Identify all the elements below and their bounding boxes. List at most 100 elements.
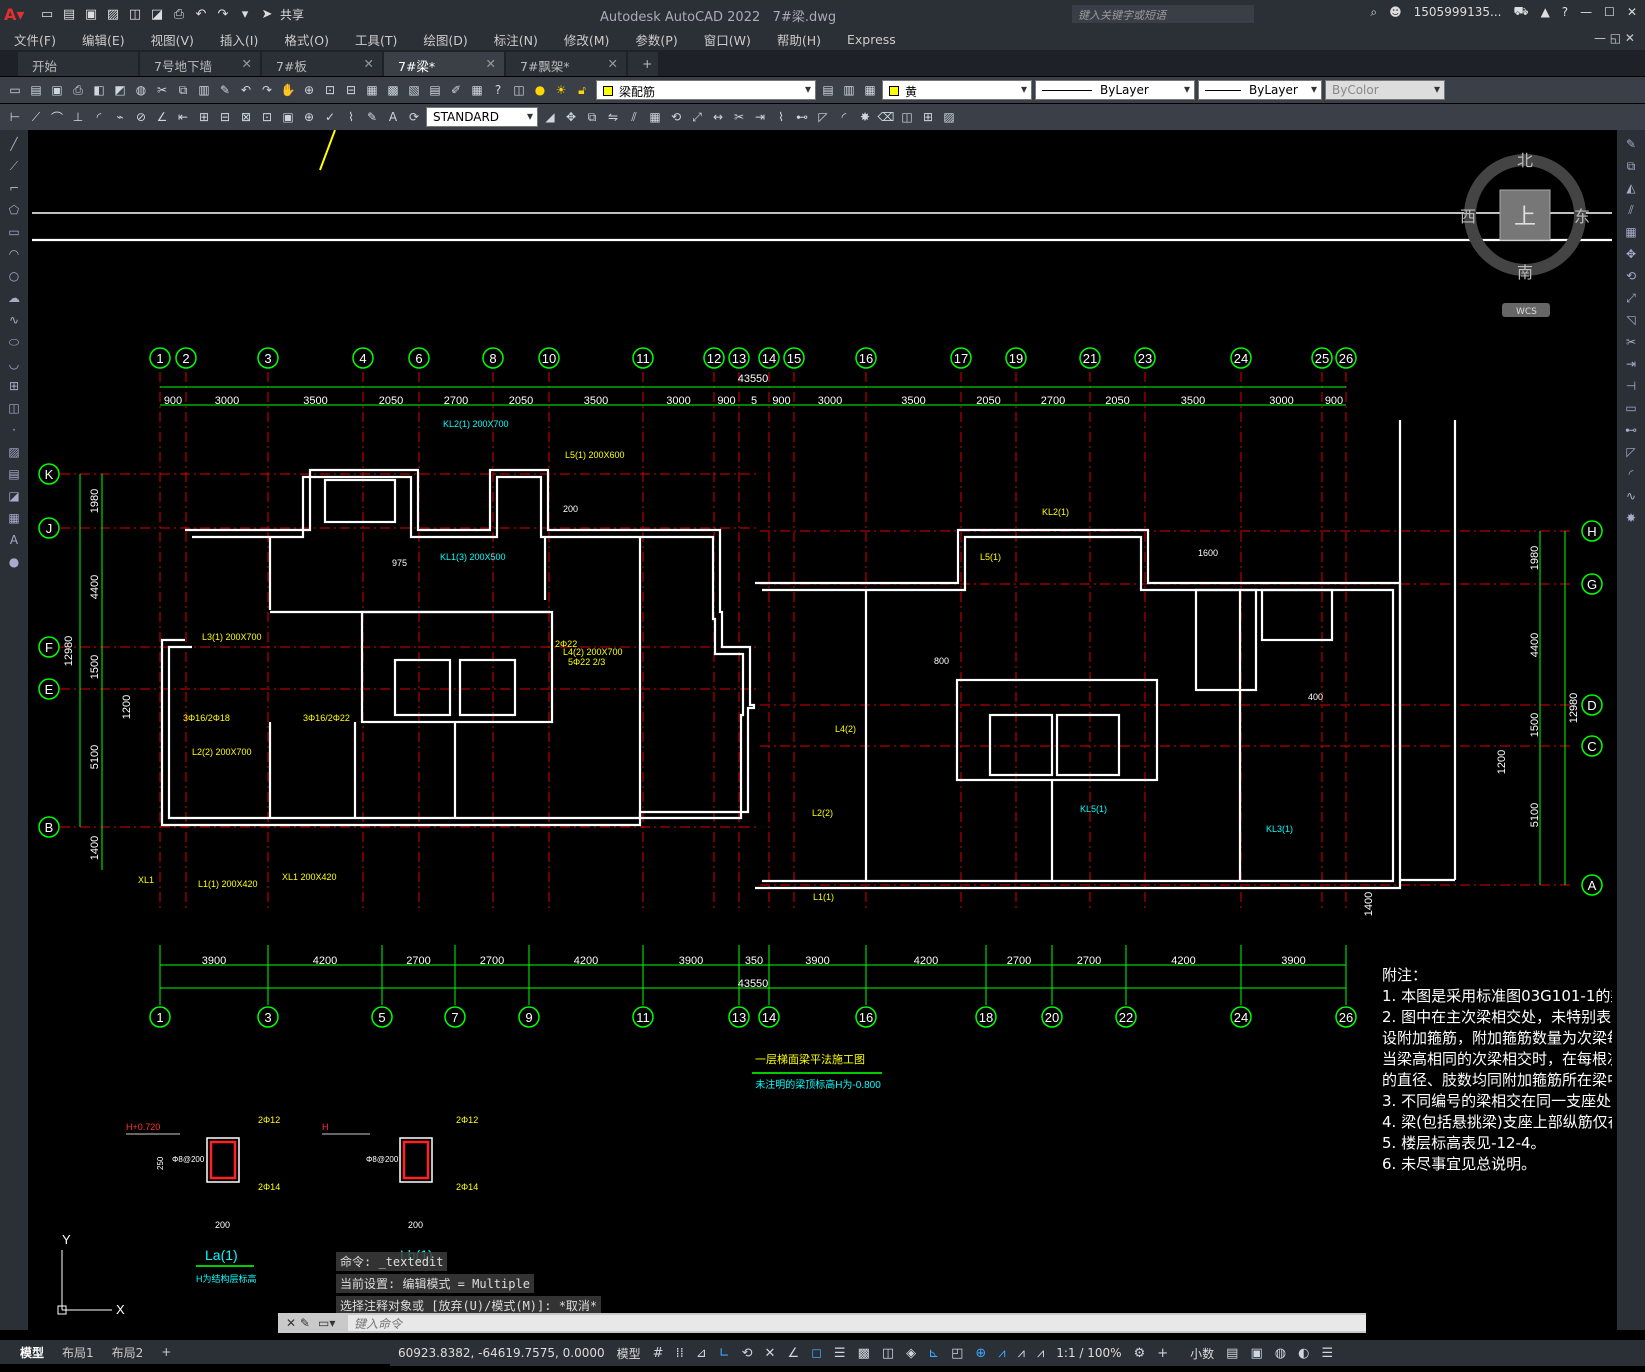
copy-icon[interactable]: ⧉ [178,82,188,97]
open-icon[interactable]: ▤ [62,6,76,22]
dim-baseline-icon[interactable]: ⊞ [198,110,210,124]
color-select[interactable]: 黄 [882,80,1032,100]
calculator-icon[interactable]: ▦ [471,83,483,97]
table-icon[interactable]: ▦ [8,511,20,525]
dim-text-edit-icon[interactable]: A [388,110,398,124]
break-icon[interactable]: ▭ [1625,401,1637,415]
menu-insert[interactable]: 插入(I) [219,32,259,48]
zoom-realtime-icon[interactable]: ⊕ [303,83,315,97]
lineweight-select[interactable]: ByLayer [1198,80,1322,100]
mtext-icon[interactable]: A [9,533,19,547]
menu-express[interactable]: Express [846,31,896,47]
user-name[interactable]: 1505999135... [1413,5,1502,19]
dim-diameter-icon[interactable]: ⊘ [135,110,147,124]
sun-icon[interactable]: ☀ [555,83,567,97]
undo-icon[interactable]: ↶ [195,6,207,22]
print-icon[interactable]: ⎙ [73,82,83,97]
polyline-icon[interactable]: ⌐ [8,181,20,195]
snap-icon[interactable]: ⁞⁞ [675,1345,684,1361]
coordinates[interactable]: 60923.8382, -64619.7575, 0.0000 [398,1346,605,1360]
add-selected-icon[interactable]: ● [8,555,20,569]
revision-cloud-icon[interactable]: ☁ [8,291,20,305]
dim-linear-icon[interactable]: ⊢ [9,110,21,124]
block-icon[interactable]: ◫ [901,110,913,124]
globe-icon[interactable]: ◍ [135,83,147,97]
new-icon[interactable]: ▭ [9,83,21,97]
trim-icon[interactable]: ✂ [733,110,745,124]
dim-ordinate-icon[interactable]: ⊥ [72,110,84,124]
array-icon[interactable]: ▦ [649,110,661,124]
new-tab-button[interactable]: + [628,52,658,76]
dynamic-ucs-icon[interactable]: ⊾ [928,1345,940,1361]
preview-icon[interactable]: ◧ [93,83,105,97]
menu-parametric[interactable]: 参数(P) [635,32,678,48]
extend-icon[interactable]: ⇥ [754,110,766,124]
minimize-icon[interactable]: — [1580,5,1593,19]
annotation-monitor-icon[interactable]: + [1157,1345,1169,1361]
save-icon[interactable]: ▣ [84,6,98,22]
erase-icon[interactable]: ✎ [1625,137,1637,151]
close-tab-icon[interactable]: ✕ [485,56,496,71]
dim-style-icon[interactable]: ◢ [545,110,555,124]
break-point-icon[interactable]: ⊣ [1625,379,1637,393]
fillet-icon[interactable]: ◜ [841,110,847,124]
command-close-icon[interactable]: ✕ ✎ [286,1316,310,1330]
search-icon[interactable]: ⌕ [1370,4,1378,19]
layout-tab-2[interactable]: 布局2 [111,1345,144,1360]
menu-file[interactable]: 文件(F) [14,32,56,48]
rotate-icon[interactable]: ⟲ [670,110,682,124]
inspect-icon[interactable]: ✓ [324,110,336,124]
clean-screen-icon[interactable]: ☰ [1321,1345,1334,1361]
polar-icon[interactable]: ⟲ [741,1345,753,1361]
dim-update-icon[interactable]: ⟳ [408,110,420,124]
command-input[interactable]: 键入命令 [348,1315,1366,1331]
offset-icon[interactable]: ⫽ [631,109,637,124]
tab-basement-wall[interactable]: 7号地下墙✕ [140,52,260,76]
workspace-gear-icon[interactable]: ⚙ [1133,1345,1146,1361]
share-label[interactable]: 共享 [280,7,305,22]
command-recent-icon[interactable]: ▭▾ [318,1316,336,1330]
erase-icon[interactable]: ⌫ [877,110,895,124]
isolate-icon[interactable]: ◍ [1274,1345,1287,1361]
stretch-icon[interactable]: ↔ [712,110,724,124]
compass-west[interactable]: 西 [1460,207,1476,226]
close-tab-icon[interactable]: ✕ [607,56,618,71]
fillet-icon[interactable]: ◜ [1628,467,1634,481]
save-icon[interactable]: ▣ [51,83,63,97]
chamfer-icon[interactable]: ◸ [1626,445,1636,459]
dim-angular-icon[interactable]: ∠ [156,110,168,124]
osnap-tracking-icon[interactable]: ✕ [764,1345,776,1361]
dim-radius-icon[interactable]: ◜ [96,110,102,124]
zoom-previous-icon[interactable]: ⊟ [345,83,357,97]
array-icon[interactable]: ▦ [1625,225,1637,239]
search-input[interactable]: 键入关键字或短语 [1072,5,1254,23]
menu-dimension[interactable]: 标注(N) [493,32,538,48]
insert-icon[interactable]: ⊞ [922,110,934,124]
transparency-icon[interactable]: ▩ [857,1345,870,1361]
dim-arc-icon[interactable]: ⌒ [50,110,63,125]
add-layout-button[interactable]: + [161,1345,172,1359]
jogged-linear-icon[interactable]: ⌇ [348,110,354,124]
tab-slab[interactable]: 7#板✕ [262,52,382,76]
cart-icon[interactable]: ⛟ [1513,4,1529,18]
open-web-icon[interactable]: ◫ [128,6,142,22]
hardware-accel-icon[interactable]: ◐ [1298,1345,1310,1361]
scale-icon[interactable]: ⤢ [1626,290,1636,305]
isometric-icon[interactable]: ∠ [787,1345,800,1361]
doc-window-controls[interactable]: — ◱ ✕ [1593,31,1635,45]
mirror-icon[interactable]: ⇋ [607,110,619,124]
light-bulb-icon[interactable]: ● [534,83,546,97]
rotate-icon[interactable]: ⟲ [1625,269,1637,283]
selection-cycling-icon[interactable]: ◫ [881,1345,895,1361]
ellipse-arc-icon[interactable]: ◡ [8,357,20,371]
blend-icon[interactable]: ∿ [1625,489,1637,503]
redo-icon[interactable]: ↷ [261,83,273,97]
layer-state-icon[interactable]: ▦ [864,83,876,97]
quick-properties-icon[interactable]: ▤ [1226,1345,1239,1361]
user-icon[interactable]: ☻ [1389,5,1402,19]
tab-frame[interactable]: 7#飘架*✕ [506,52,626,76]
annotation-visibility-icon[interactable]: ⩘ [998,1345,1006,1361]
selection-filter-icon[interactable]: ◰ [951,1345,964,1361]
new-icon[interactable]: ▭ [40,6,54,22]
